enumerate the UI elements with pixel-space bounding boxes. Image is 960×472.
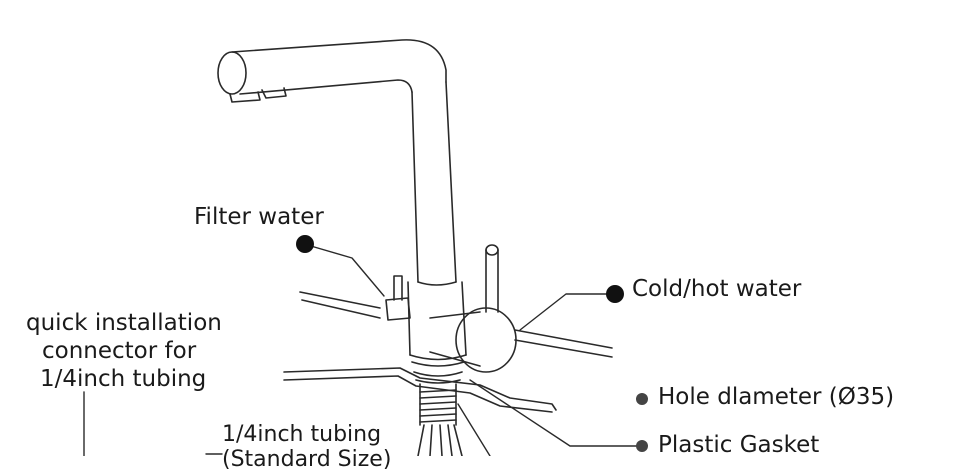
spout-bottom — [239, 79, 413, 95]
countertop-edge — [299, 291, 613, 358]
quick-install-line1: quick installation — [26, 310, 222, 336]
plastic-gasket-dot — [636, 440, 648, 452]
base-bottom — [409, 354, 467, 361]
hot-cold-knob-top — [485, 244, 499, 256]
tubing-label: 1/4inch tubing — [222, 422, 382, 447]
countertop-underside — [283, 367, 557, 413]
base-ring — [411, 361, 465, 384]
filter-water-label: Filter water — [194, 204, 324, 230]
plastic-gasket-label: Plastic Gasket — [658, 432, 820, 458]
filter-valve — [385, 297, 411, 321]
tubing-size-label: (Standard Size) — [222, 447, 392, 472]
quick-install-line3: 1/4inch tubing — [40, 366, 207, 392]
hole-diameter-dot — [636, 393, 648, 405]
body-right — [445, 81, 457, 283]
hot-cold-knob — [455, 307, 517, 373]
quick-install-line2: connector for — [42, 338, 197, 364]
leader-coldhot — [519, 293, 617, 331]
leader-filter — [303, 243, 385, 297]
cold-hot-water-label: Cold/hot water — [632, 276, 802, 302]
aerator — [229, 87, 287, 103]
filter-water-dot — [296, 235, 314, 253]
hole-diameter-label: Hole dlameter (Ø35) — [658, 384, 895, 410]
body-left — [411, 91, 419, 283]
leader-tubing-small — [457, 403, 491, 456]
body-base-top — [417, 281, 457, 286]
leader-gasket — [469, 379, 641, 447]
filter-lever — [393, 275, 403, 301]
hot-cold-stem — [485, 249, 499, 313]
cold-hot-water-dot — [606, 285, 624, 303]
faucet-drawing — [83, 39, 641, 456]
threads — [419, 389, 457, 423]
hot-cold-body — [429, 311, 481, 367]
faucet-diagram: Filter water Cold/hot water quick instal… — [26, 39, 895, 472]
spout-top — [231, 39, 447, 83]
spout-end — [217, 51, 247, 95]
tubes — [417, 424, 463, 456]
